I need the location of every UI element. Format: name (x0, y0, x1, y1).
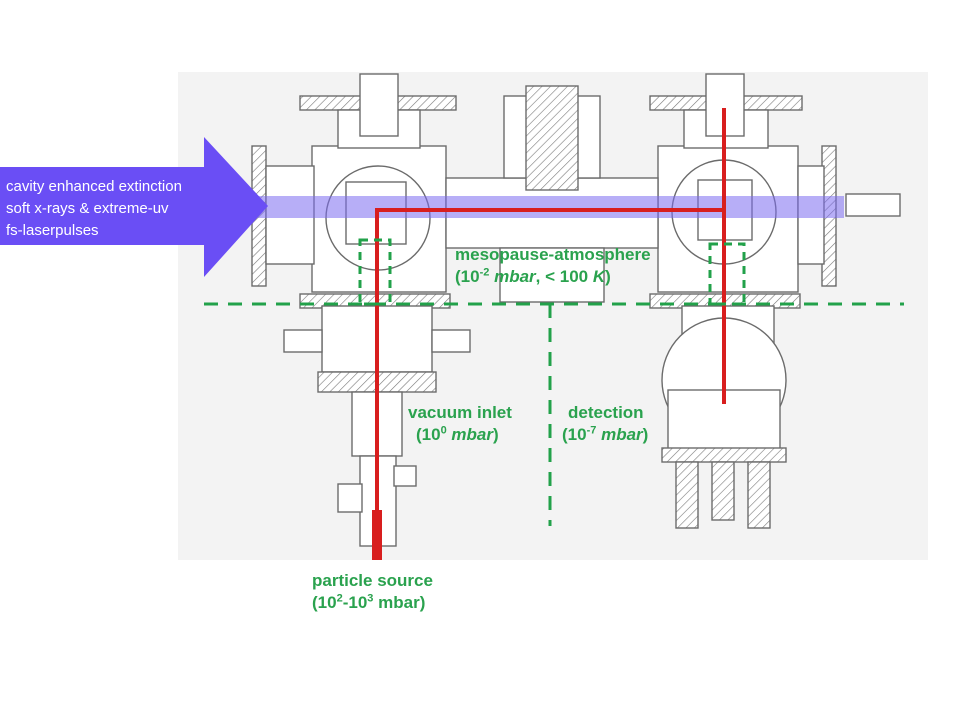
detection-feedthrough-1 (675, 461, 699, 529)
inlet-side-port-left (337, 483, 363, 513)
particle-beam (375, 108, 726, 560)
region-dividers (204, 238, 904, 526)
arrow-line-3: fs-laserpulses (6, 222, 99, 239)
central-lower-port (499, 247, 605, 303)
inlet-side-port-right (393, 465, 417, 487)
particle-source-title: particle source (312, 571, 433, 590)
vacuum-inlet-label: vacuum inlet (100 mbar) (408, 402, 512, 446)
inlet-right-kf-port (431, 329, 471, 353)
detection-feedthrough-2 (711, 461, 735, 521)
arrow-line-2: soft x-rays & extreme-uv (6, 200, 169, 217)
detection-label: detection (10-7 mbar) (562, 402, 648, 446)
detection-lower-flange (661, 447, 787, 463)
divider-right-inner-box (708, 242, 746, 306)
divider-left-inner-box (358, 238, 392, 306)
detection-title: detection (568, 403, 644, 422)
technical-drawing (251, 73, 901, 547)
detection-feedthrough-3 (747, 461, 771, 529)
mesopause-conditions: (10-2 mbar, < 100 K) (455, 266, 611, 286)
vacuum-inlet-title: vacuum inlet (408, 403, 512, 422)
particle-source-pressure: (102-103 mbar) (312, 592, 426, 612)
central-pump-stem (525, 85, 579, 191)
left-chamber-top-valve (359, 73, 399, 137)
mesopause-label: mesopause-atmosphere (10-2 mbar, < 100 K… (455, 244, 651, 288)
arrow-line-1: cavity enhanced extinction (6, 178, 182, 195)
laser-arrow-icon (0, 137, 268, 277)
particle-beam-path-left (375, 208, 726, 560)
inlet-left-kf-port (283, 329, 323, 353)
particle-source-nozzle (372, 510, 382, 560)
mesopause-title: mesopause-atmosphere (455, 245, 651, 264)
laser-beam (258, 196, 844, 218)
particle-source-label: particle source (102-103 mbar) (312, 570, 433, 614)
detection-pressure: (10-7 mbar) (562, 424, 649, 444)
laser-arrow-text: cavity enhanced extinction soft x-rays &… (6, 176, 182, 242)
vacuum-inlet-pressure: (100 mbar) (416, 424, 499, 444)
right-end-connector (845, 193, 901, 217)
